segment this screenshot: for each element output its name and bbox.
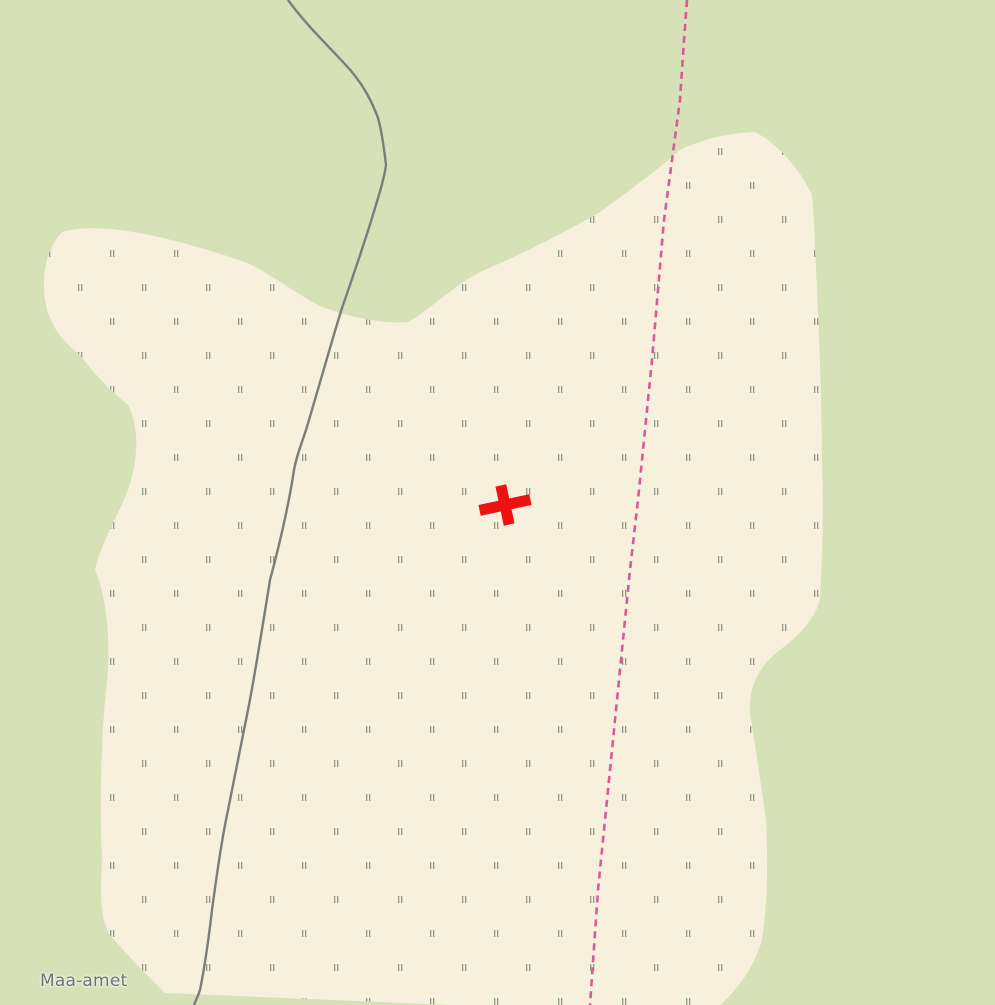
boundary-line: [588, 0, 689, 1005]
map-attribution[interactable]: Maa-amet: [40, 971, 128, 991]
location-marker[interactable]: [475, 480, 534, 530]
open-marsh-area: [44, 132, 823, 1005]
red-cross-marker-icon-vertical: [495, 484, 515, 526]
footpath: [192, 0, 388, 1005]
